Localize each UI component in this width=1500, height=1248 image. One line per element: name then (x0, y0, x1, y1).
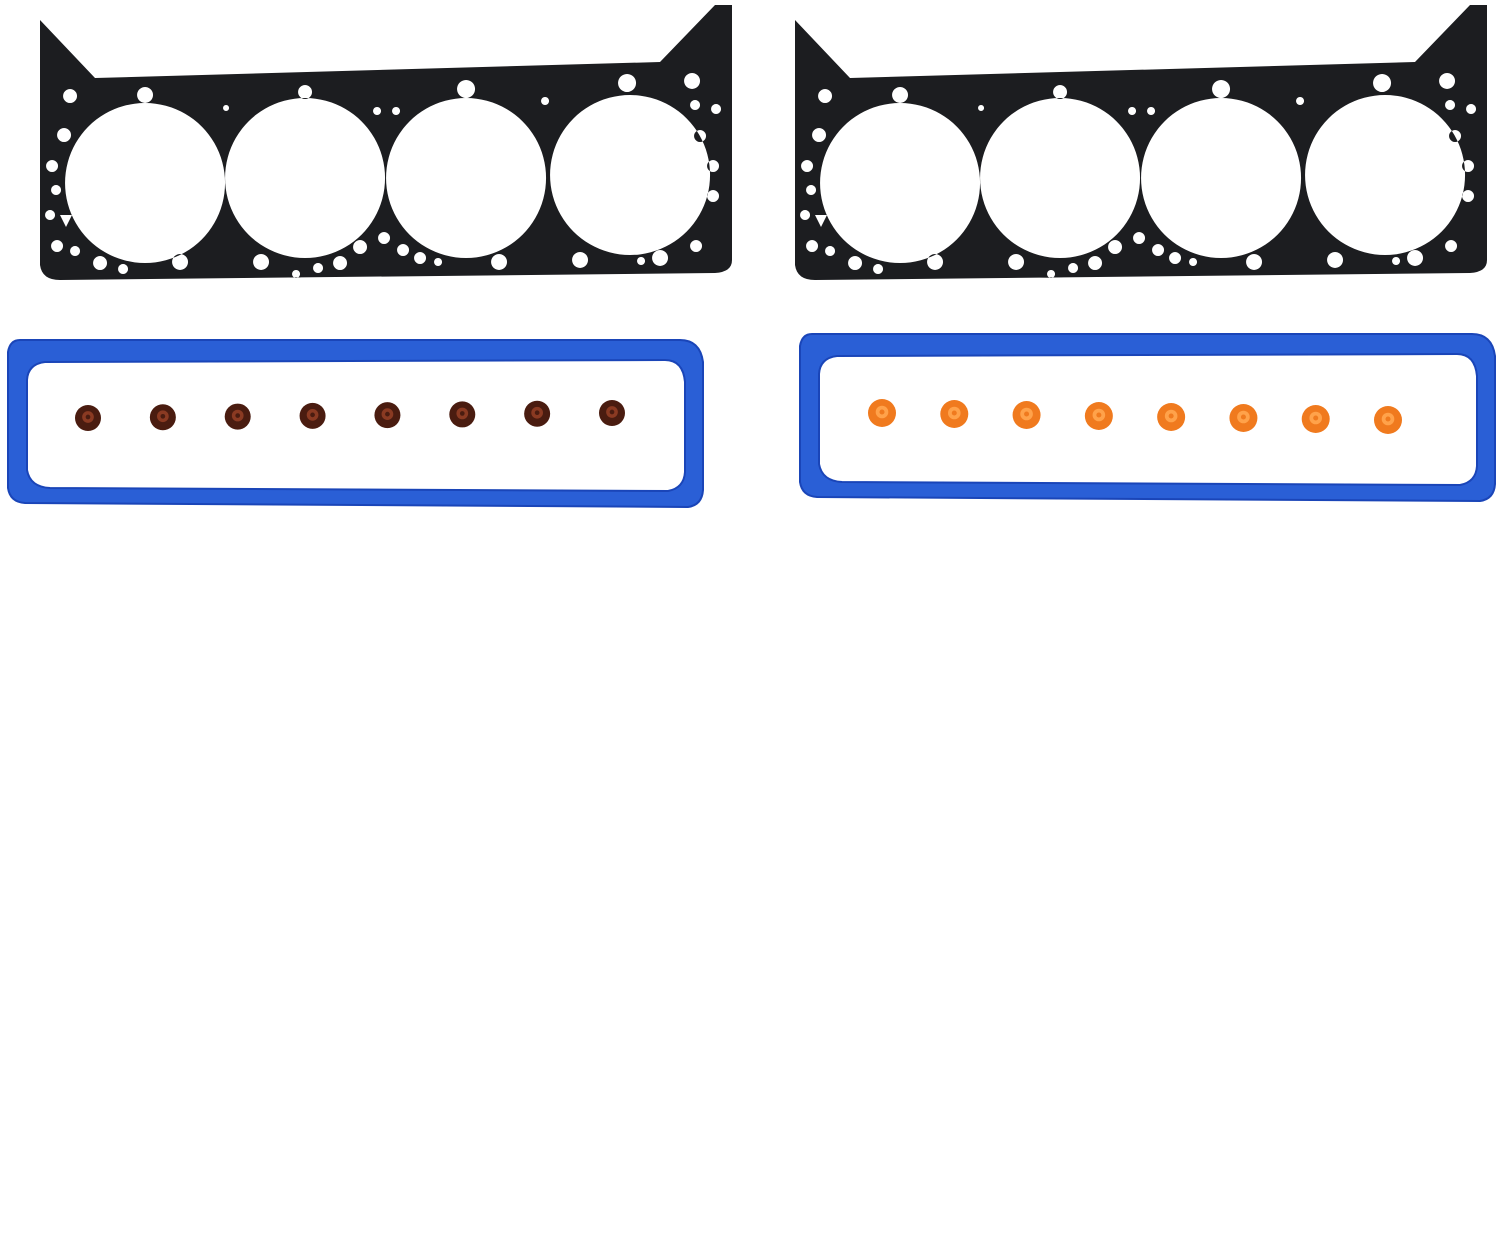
valve-stem-seal (374, 402, 401, 429)
valve-stem-seal (599, 400, 625, 426)
valve-stem-seal (299, 402, 326, 429)
valve-stem-seal (1374, 406, 1402, 434)
valve-stem-seal (1229, 404, 1258, 432)
valve-stem-seals-orange (868, 399, 1402, 434)
valve-stem-seal (75, 405, 101, 431)
valve-stem-seal (149, 404, 176, 431)
valve-stem-seal (449, 401, 476, 428)
valve-stem-seal (224, 403, 251, 430)
valve-stem-seal (1301, 405, 1330, 433)
valve-stem-seal (940, 400, 969, 428)
valve-stem-seal (1012, 401, 1041, 429)
valve-stem-seal (1084, 402, 1113, 430)
valve-stem-seals-brown (75, 400, 625, 431)
valve-stem-seal (1157, 403, 1186, 431)
valve-stem-seal (524, 400, 551, 427)
valve-stem-seal (868, 399, 896, 427)
